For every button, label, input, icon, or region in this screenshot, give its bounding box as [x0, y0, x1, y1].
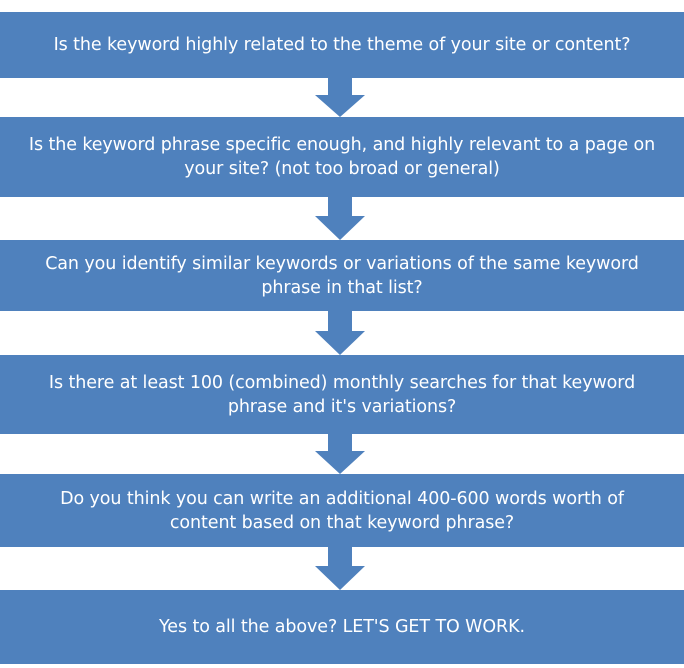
- flow-step-3-text: Can you identify similar keywords or var…: [45, 253, 639, 298]
- flow-step-5: Do you think you can write an additional…: [0, 474, 684, 547]
- down-arrow-icon: [315, 77, 365, 117]
- down-arrow-icon: [315, 546, 365, 590]
- flow-step-1-text: Is the keyword highly related to the the…: [53, 35, 631, 55]
- flow-step-6: Yes to all the above? LET'S GET TO WORK.: [0, 590, 684, 664]
- flow-step-2-text: Is the keyword phrase specific enough, a…: [28, 135, 656, 179]
- flow-step-1: Is the keyword highly related to the the…: [0, 12, 684, 78]
- down-arrow-icon: [315, 433, 365, 474]
- down-arrow-icon: [315, 310, 365, 355]
- flow-step-2: Is the keyword phrase specific enough, a…: [0, 117, 684, 197]
- flow-step-6-text: Yes to all the above? LET'S GET TO WORK.: [159, 617, 525, 637]
- flow-step-4-text: Is there at least 100 (combined) monthly…: [48, 372, 636, 417]
- flow-step-4: Is there at least 100 (combined) monthly…: [0, 355, 684, 434]
- flow-step-3: Can you identify similar keywords or var…: [0, 240, 684, 311]
- down-arrow-icon: [315, 196, 365, 240]
- flow-step-5-text: Do you think you can write an additional…: [60, 488, 624, 533]
